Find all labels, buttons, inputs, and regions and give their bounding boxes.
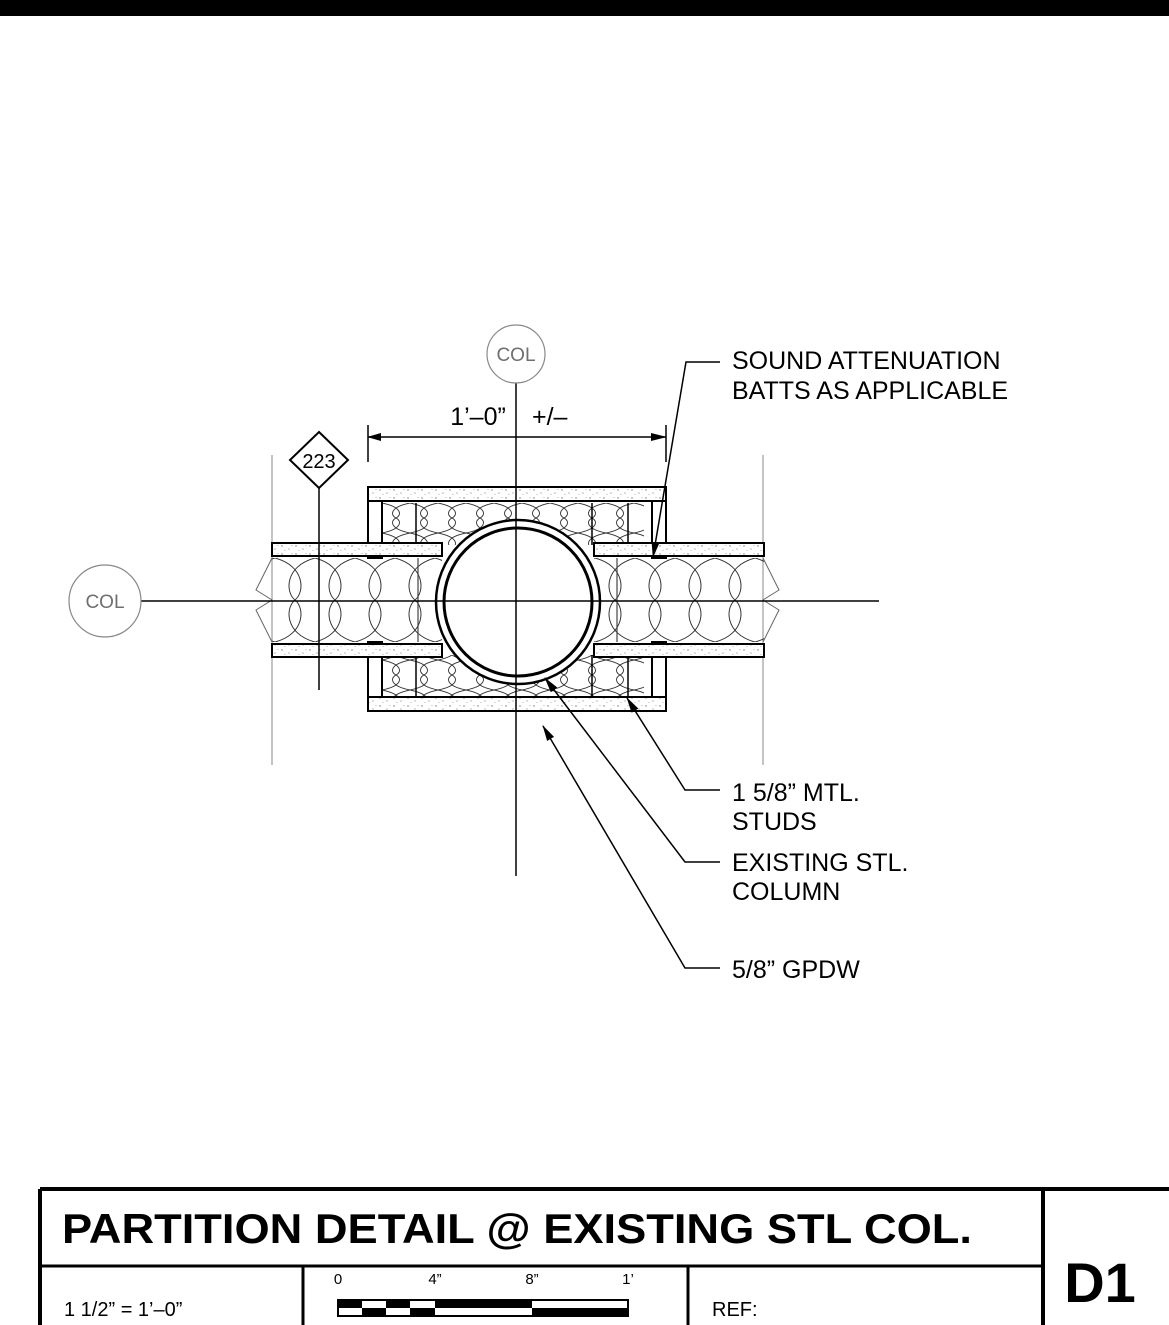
studs-label-1: 1 5/8” MTL. [732,779,860,807]
wall-studs [417,558,618,642]
sheet-id: D1 [1064,1251,1136,1314]
scale-bar-label-8: 8” [525,1271,538,1288]
scale-bar-label-4: 4” [428,1271,441,1288]
partition-tag-label: 223 [302,451,335,473]
sheet-top-border [0,0,1169,16]
col-bubble-vertical: COL [486,324,546,384]
wall-insulation-batts [255,557,780,643]
callout-labels: SOUND ATTENUATION BATTS AS APPLICABLE 1 … [732,347,1008,984]
batts-label-2: BATTS AS APPLICABLE [732,377,1008,405]
gypsum-label: 5/8” GPDW [732,956,860,984]
studs-label-2: STUDS [732,808,817,836]
scale-bar-label-0: 0 [334,1271,342,1288]
batts-label-1: SOUND ATTENUATION [732,347,1001,375]
leaders [542,361,720,969]
dimension-tolerance: +/– [532,403,568,431]
dimension-text: 1’–0” [450,403,506,431]
col-bubble-vertical-label: COL [496,345,535,366]
col-bubble-horizontal-label: COL [85,592,124,613]
partition-tag: 223 [288,430,350,690]
dimension-line: 1’–0” +/– [367,403,667,462]
col-bubble-horizontal: COL [68,564,142,638]
scale-bar-label-1ft: 1’ [622,1271,634,1288]
title-block [38,1187,1169,1325]
detail-title: PARTITION DETAIL @ EXISTING STL COL. [62,1205,972,1252]
scale-text: 1 1/2” = 1’–0” [64,1299,182,1321]
column-label-1: EXISTING STL. [732,849,908,877]
existing-steel-column [434,518,602,686]
column-label-2: COLUMN [732,878,840,906]
column-centerlines [141,382,879,876]
graphic-scale-bar: 0 4” 8” 1’ [334,1271,634,1317]
gypsum-board-layers [271,486,765,712]
ref-label: REF: [712,1299,758,1321]
